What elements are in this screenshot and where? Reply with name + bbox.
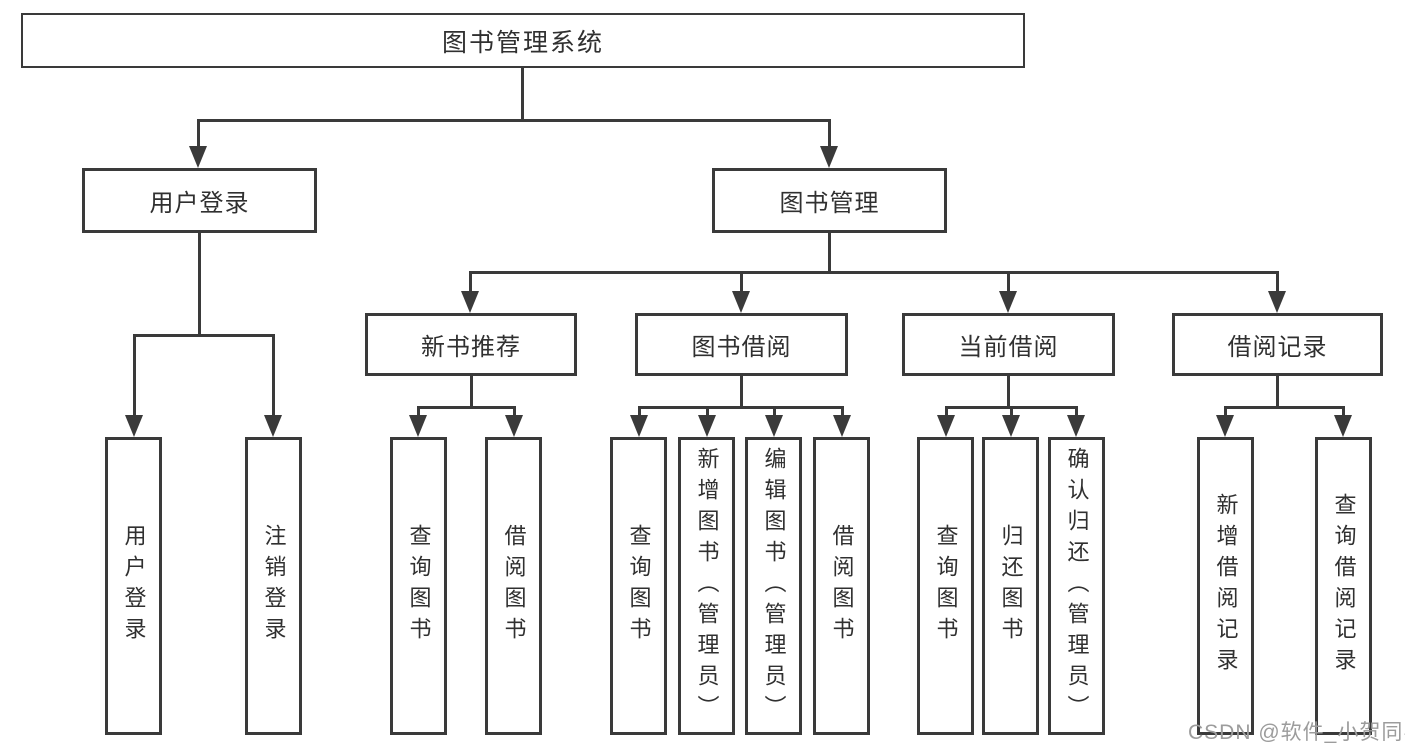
connector-leaf-borrow-book-drop — [841, 406, 844, 418]
leaf-borrow-books-borrow: 借阅图书 — [813, 437, 870, 735]
leaf-user-login: 用户登录 — [105, 437, 162, 735]
connector-leaf-add-record-drop — [1224, 406, 1227, 418]
leaf-query-books-recommend-label: 查询图书 — [406, 524, 432, 648]
node-current-borrow-label: 当前借阅 — [958, 334, 1059, 361]
node-root-label: 图书管理系统 — [441, 28, 604, 57]
leaf-logout: 注销登录 — [245, 437, 302, 735]
node-current-borrow: 当前借阅 — [902, 313, 1115, 376]
arrow-leaf-logout — [264, 415, 282, 437]
leaf-user-login-label: 用户登录 — [121, 524, 147, 648]
arrow-user-login — [189, 146, 207, 168]
node-book-management: 图书管理 — [712, 168, 947, 233]
node-book-borrow-label: 图书借阅 — [691, 334, 792, 361]
leaf-edit-book-admin: 编辑图书（管理员） — [745, 437, 802, 735]
arrow-leaf-borrow-recommend — [505, 415, 523, 437]
node-book-borrow: 图书借阅 — [635, 313, 848, 376]
arrow-book-borrow — [732, 291, 750, 313]
connector-current-borrow-drop — [1007, 271, 1010, 293]
connector-user-login-stub — [198, 233, 201, 337]
node-user-login-label: 用户登录 — [149, 190, 250, 217]
connector-book-management-stub — [828, 233, 831, 274]
connector-leaf-user-login-drop — [133, 334, 136, 418]
node-borrow-records-label: 借阅记录 — [1227, 334, 1328, 361]
connector-root-stub — [521, 68, 524, 122]
leaf-confirm-return-admin-label: 确认归还（管理员） — [1064, 446, 1090, 726]
connector-leaf-borrow-recommend-drop — [513, 406, 516, 418]
connector-book-borrow-drop — [740, 271, 743, 293]
arrow-leaf-add-book — [698, 415, 716, 437]
leaf-confirm-return-admin: 确认归还（管理员） — [1048, 437, 1105, 735]
connector-book-borrow-stub — [740, 376, 743, 409]
leaf-add-borrow-record-label: 新增借阅记录 — [1213, 493, 1239, 679]
leaf-logout-label: 注销登录 — [261, 524, 287, 648]
connector-leaf-query-borrow-drop — [638, 406, 641, 418]
leaf-query-books-borrow-label: 查询图书 — [626, 524, 652, 648]
node-new-book-recommend-label: 新书推荐 — [421, 334, 521, 361]
leaf-return-book: 归还图书 — [982, 437, 1039, 735]
connector-current-borrow-stub — [1007, 376, 1010, 409]
arrow-leaf-add-record — [1216, 415, 1234, 437]
connector-leaf-query-current-drop — [945, 406, 948, 418]
connector-leaf-query-record-drop — [1342, 406, 1345, 418]
arrow-book-management — [820, 146, 838, 168]
arrow-leaf-confirm-return — [1067, 415, 1085, 437]
arrow-leaf-query-record — [1334, 415, 1352, 437]
arrow-new-book-recommend — [461, 291, 479, 313]
arrow-borrow-records — [1268, 291, 1286, 313]
connector-user-login-drop — [197, 119, 200, 149]
arrow-leaf-query-recommend — [409, 415, 427, 437]
arrow-leaf-user-login — [125, 415, 143, 437]
leaf-query-books-current-label: 查询图书 — [933, 524, 959, 648]
leaf-return-book-label: 归还图书 — [998, 524, 1024, 648]
connector-level3-hline — [469, 271, 1279, 274]
leaf-query-books-current: 查询图书 — [917, 437, 974, 735]
node-new-book-recommend: 新书推荐 — [365, 313, 577, 376]
connector-leaf-add-book-drop — [706, 406, 709, 418]
connector-level2-hline — [197, 119, 831, 122]
connector-recommend-hline — [417, 406, 516, 409]
connector-book-management-drop — [828, 119, 831, 149]
connector-leaf-edit-book-drop — [773, 406, 776, 418]
leaf-query-books-recommend: 查询图书 — [390, 437, 447, 735]
connector-leaf-return-book-drop — [1010, 406, 1013, 418]
connector-leaf-logout-drop — [272, 334, 275, 418]
arrow-current-borrow — [999, 291, 1017, 313]
arrow-leaf-query-borrow — [630, 415, 648, 437]
node-book-management-label: 图书管理 — [779, 190, 880, 217]
leaf-add-book-admin: 新增图书（管理员） — [678, 437, 735, 735]
leaf-query-borrow-record-label: 查询借阅记录 — [1331, 493, 1357, 679]
connector-leaf-confirm-return-drop — [1075, 406, 1078, 418]
connector-borrow-records-hline — [1224, 406, 1345, 409]
node-borrow-records: 借阅记录 — [1172, 313, 1383, 376]
connector-book-borrow-hline — [638, 406, 843, 409]
leaf-add-borrow-record: 新增借阅记录 — [1197, 437, 1254, 735]
leaf-borrow-books-borrow-label: 借阅图书 — [829, 524, 855, 648]
leaf-borrow-books-recommend-label: 借阅图书 — [501, 524, 527, 648]
leaf-query-books-borrow: 查询图书 — [610, 437, 667, 735]
arrow-leaf-borrow-book — [833, 415, 851, 437]
connector-new-book-recommend-drop — [469, 271, 472, 293]
arrow-leaf-return-book — [1002, 415, 1020, 437]
node-root: 图书管理系统 — [21, 13, 1025, 68]
connector-user-login-hline — [133, 334, 275, 337]
connector-recommend-stub — [470, 376, 473, 409]
watermark-text: CSDN @软件_小贺同学 — [1188, 721, 1405, 744]
leaf-query-borrow-record: 查询借阅记录 — [1315, 437, 1372, 735]
leaf-add-book-admin-label: 新增图书（管理员） — [694, 446, 720, 726]
connector-leaf-query-recommend-drop — [417, 406, 420, 418]
arrow-leaf-query-current — [937, 415, 955, 437]
connector-borrow-records-drop — [1276, 271, 1279, 293]
node-user-login: 用户登录 — [82, 168, 317, 233]
leaf-borrow-books-recommend: 借阅图书 — [485, 437, 542, 735]
arrow-leaf-edit-book — [765, 415, 783, 437]
leaf-edit-book-admin-label: 编辑图书（管理员） — [761, 446, 787, 726]
connector-borrow-records-stub — [1276, 376, 1279, 409]
